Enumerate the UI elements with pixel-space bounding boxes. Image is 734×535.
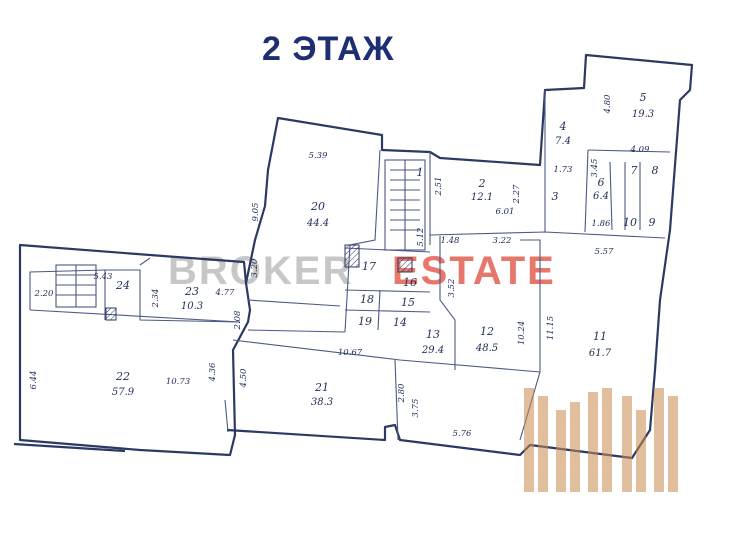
hatched-column-1 bbox=[344, 244, 360, 268]
dimension-label: 6.01 bbox=[496, 207, 515, 217]
room-area: 29.4 bbox=[421, 345, 444, 356]
dimension-label: 5.39 bbox=[309, 151, 329, 161]
dimension-label: 1.48 bbox=[441, 236, 461, 246]
dimension-label: 11.15 bbox=[546, 316, 556, 340]
dimension-label: 2.34 bbox=[151, 289, 161, 309]
room-number: 14 bbox=[393, 316, 407, 329]
staircase-center bbox=[384, 159, 426, 251]
hatched-column-3 bbox=[105, 307, 117, 321]
room-number: 8 bbox=[652, 164, 659, 177]
hatched-column-2 bbox=[397, 257, 413, 273]
dimension-label: 5.43 bbox=[94, 272, 113, 282]
room-area: 10.3 bbox=[181, 301, 203, 312]
room-number: 23 bbox=[184, 285, 199, 298]
dimension-label: 3.22 bbox=[493, 236, 512, 246]
dimension-label: 10.24 bbox=[517, 321, 527, 345]
dimension-label: 10.67 bbox=[338, 348, 363, 358]
room-number: 5 bbox=[640, 91, 647, 104]
dimension-label: 2.80 bbox=[397, 383, 407, 404]
room-number: 3 bbox=[552, 190, 559, 203]
room-labels: 1 2 12.1 3 4 7.4 5 19.3 6 6.4 7 8 9 10 1… bbox=[112, 91, 659, 408]
room-number: 24 bbox=[115, 279, 130, 292]
dimension-label: 4.77 bbox=[215, 288, 236, 298]
watermark-broker: BROKER bbox=[168, 249, 353, 293]
room-number: 13 bbox=[426, 328, 440, 341]
dimension-label: 4.09 bbox=[630, 145, 651, 155]
room-number: 20 bbox=[310, 200, 325, 213]
dimension-label: 3.75 bbox=[411, 399, 421, 418]
room-number: 6 bbox=[598, 176, 605, 189]
dimension-label: 5.76 bbox=[453, 429, 473, 439]
room-number: 17 bbox=[362, 260, 376, 273]
watermark-estate: ESTATE bbox=[392, 249, 556, 293]
dimension-label: 2.20 bbox=[34, 289, 55, 299]
room-area: 6.4 bbox=[593, 191, 609, 202]
room-number: 19 bbox=[358, 315, 372, 328]
room-number: 1 bbox=[417, 166, 424, 179]
logo-watermark bbox=[524, 388, 678, 492]
dimension-labels: 5.39 9.05 3.20 2.08 4.77 2.34 5.43 2.20 … bbox=[29, 94, 650, 439]
dimension-label: 4.80 bbox=[603, 94, 613, 115]
dimension-label: 4.36 bbox=[208, 362, 218, 383]
room-area: 57.9 bbox=[112, 387, 135, 398]
dimension-label: 3.45 bbox=[590, 159, 600, 178]
room-area: 12.1 bbox=[471, 192, 493, 203]
room-number: 9 bbox=[649, 216, 656, 229]
dimension-label: 6.44 bbox=[29, 371, 39, 390]
room-area: 44.4 bbox=[306, 218, 329, 229]
room-number: 16 bbox=[403, 276, 417, 289]
room-area: 19.3 bbox=[632, 109, 654, 120]
dimension-label: 1.73 bbox=[554, 165, 573, 175]
staircase-left bbox=[55, 264, 97, 308]
room-number: 10 bbox=[623, 216, 637, 229]
room-area: 38.3 bbox=[311, 397, 333, 408]
room-number: 22 bbox=[115, 370, 130, 383]
dimension-label: 2.27 bbox=[512, 184, 522, 205]
room-area: 61.7 bbox=[589, 348, 612, 359]
outer-walls bbox=[13, 53, 694, 460]
room-number: 18 bbox=[360, 293, 374, 306]
dimension-label: 3.52 bbox=[447, 279, 457, 298]
dimension-label: 3.20 bbox=[250, 258, 260, 278]
dimension-label: 5.57 bbox=[595, 247, 615, 257]
room-number: 15 bbox=[401, 296, 415, 309]
dimension-label: 2.51 bbox=[434, 177, 444, 197]
room-number: 11 bbox=[593, 330, 607, 343]
room-number: 12 bbox=[480, 325, 494, 338]
dimension-label: 5.12 bbox=[416, 228, 426, 247]
room-area: 7.4 bbox=[555, 136, 571, 147]
dimension-label: 10.73 bbox=[166, 377, 190, 387]
room-number: 4 bbox=[559, 120, 567, 133]
dimension-label: 1.86 bbox=[592, 219, 612, 229]
room-area: 48.5 bbox=[475, 343, 498, 354]
dimension-label: 2.08 bbox=[233, 310, 243, 331]
dimension-label: 9.05 bbox=[251, 203, 261, 222]
dimension-label: 4.50 bbox=[239, 368, 249, 389]
room-number: 7 bbox=[631, 164, 638, 177]
room-number: 2 bbox=[478, 177, 486, 190]
room-number: 21 bbox=[314, 381, 329, 394]
interior-walls bbox=[29, 90, 671, 441]
